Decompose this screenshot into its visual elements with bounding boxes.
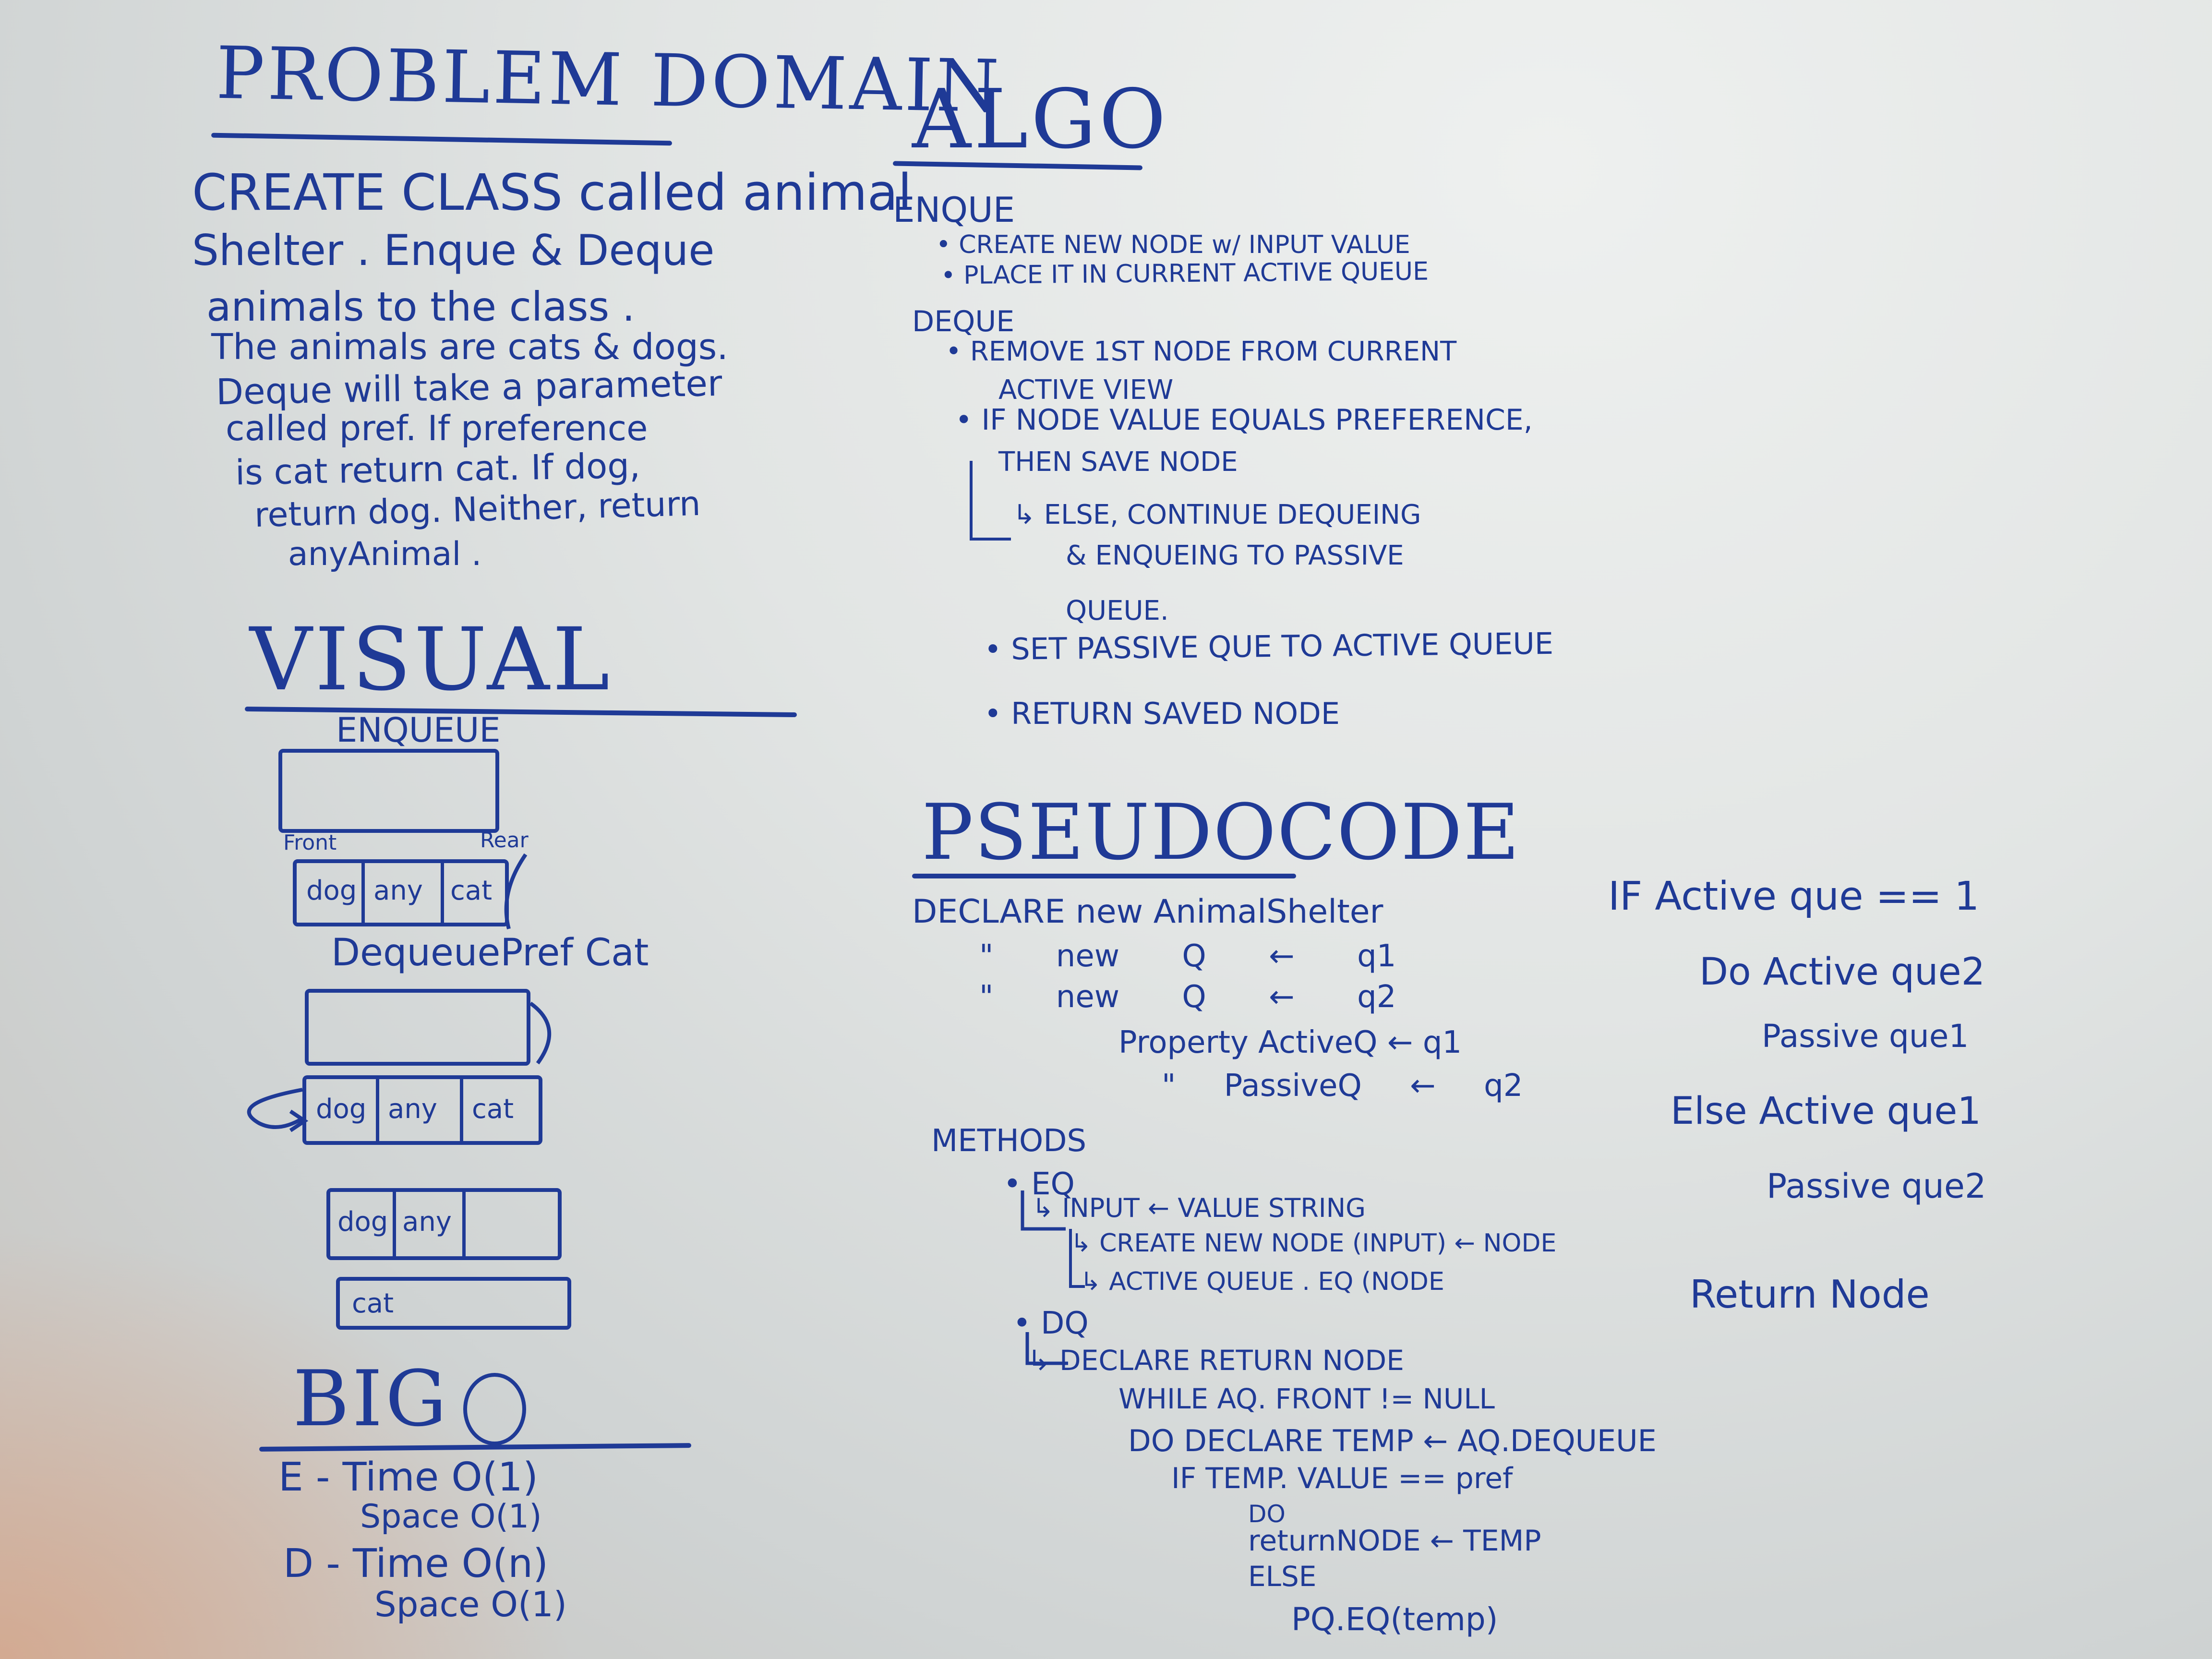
queue-divider <box>441 863 444 923</box>
big-o-line: D - Time O(n) <box>283 1541 549 1587</box>
algo-step: • RETURN SAVED NODE <box>984 696 1340 731</box>
problem-domain-heading: PROBLEM DOMAIN <box>215 31 1003 129</box>
pseudo-declaration: " new Q ← q2 <box>979 979 1396 1015</box>
pseudo-dq-step: DO <box>1248 1500 1286 1528</box>
queue-box-4: cat <box>336 1277 571 1330</box>
queue-divider <box>393 1192 396 1256</box>
queue-box-1: dog any cat <box>293 859 509 926</box>
pseudo-declaration: Property ActiveQ ← q1 <box>1118 1025 1462 1060</box>
algo-step: QUEUE. <box>1066 595 1169 626</box>
dequeue-empty-box <box>305 989 530 1066</box>
pseudo-eq-step: ↳ INPUT ← VALUE STRING <box>1032 1193 1366 1223</box>
problem-line: Deque will take a parameter <box>216 362 722 413</box>
algo-step: • SET PASSIVE QUE TO ACTIVE QUEUE <box>984 625 1554 667</box>
queue-divider <box>462 1192 466 1256</box>
queue-cell: any <box>373 875 423 906</box>
queue-cell: cat <box>450 875 493 906</box>
queue-box-2: dog any cat <box>302 1075 542 1145</box>
problem-line: The animals are cats & dogs. <box>211 326 728 368</box>
big-o-line: Space O(1) <box>374 1584 567 1624</box>
problem-line: CREATE CLASS called animal <box>192 163 912 222</box>
queue-cell: any <box>388 1094 437 1125</box>
pseudo-dq-step: DO DECLARE TEMP ← AQ.DEQUEUE <box>1128 1423 1657 1458</box>
side-note-line: Return Node <box>1690 1272 1930 1317</box>
visual-heading: VISUAL <box>250 610 613 710</box>
side-note-line: IF Active que == 1 <box>1608 874 1980 919</box>
pseudo-declaration: " new Q ← q1 <box>979 938 1396 974</box>
queue-cell: cat <box>352 1288 394 1319</box>
queue-cell: dog <box>337 1206 388 1238</box>
front-label: Front <box>283 830 337 855</box>
big-o-line: E - Time O(1) <box>278 1455 538 1500</box>
queue-rear-curve <box>504 853 528 930</box>
pseudocode-heading: PSEUDOCODE <box>922 787 1521 877</box>
enqueue-label: ENQUEUE <box>336 710 501 750</box>
pseudo-eq-step: ↳ ACTIVE QUEUE . EQ (NODE <box>1080 1267 1444 1296</box>
algo-step: & ENQUEING TO PASSIVE <box>1066 540 1404 571</box>
problem-line: return dog. Neither, return <box>254 483 701 535</box>
queue-cell: dog <box>316 1094 367 1125</box>
queue-divider <box>460 1079 463 1141</box>
pseudo-dq-step: ELSE <box>1248 1560 1317 1593</box>
algo-else-bracket <box>970 461 1011 541</box>
big-o-face-icon <box>463 1373 526 1445</box>
algo-step: • CREATE NEW NODE w/ INPUT VALUE <box>936 230 1410 259</box>
problem-line: Shelter . Enque & Deque <box>192 226 715 275</box>
queue-cell: dog <box>306 875 357 906</box>
side-note-line: Passive que1 <box>1762 1018 1969 1055</box>
big-o-line: Space O(1) <box>360 1498 542 1536</box>
side-note-line: Else Active que1 <box>1671 1090 1982 1133</box>
enqueue-empty-box <box>278 749 499 833</box>
algo-heading: ALGO <box>912 72 1169 167</box>
algo-step: • IF NODE VALUE EQUALS PREFERENCE, <box>955 403 1533 437</box>
algo-step: ACTIVE VIEW <box>998 374 1174 406</box>
pseudo-dq-step: WHILE AQ. FRONT != NULL <box>1118 1382 1495 1415</box>
algo-step: • PLACE IT IN CURRENT ACTIVE QUEUE <box>940 257 1429 290</box>
problem-line: called pref. If preference <box>226 408 648 448</box>
big-o-heading: BIG <box>293 1354 450 1443</box>
queue-divider <box>376 1079 379 1141</box>
algo-step: THEN SAVE NODE <box>998 446 1238 478</box>
queue-cell: any <box>402 1206 452 1238</box>
pseudo-eq-step: ↳ CREATE NEW NODE (INPUT) ← NODE <box>1070 1229 1557 1258</box>
problem-domain-underline <box>211 132 673 146</box>
algo-dequeue-heading: DEQUE <box>912 305 1015 338</box>
pseudo-methods-heading: METHODS <box>931 1123 1087 1159</box>
problem-line: animals to the class . <box>206 283 635 330</box>
side-note-line: Passive que2 <box>1767 1166 1986 1206</box>
queue-divider <box>361 863 365 923</box>
problem-line: is cat return cat. If dog, <box>235 445 641 493</box>
side-note-line: Do Active que2 <box>1699 950 1985 994</box>
big-o-underline <box>259 1443 692 1452</box>
pseudo-declaration: DECLARE new AnimalShelter <box>912 893 1383 931</box>
pseudo-dq-step: returnNODE ← TEMP <box>1248 1524 1541 1558</box>
pseudo-dq-step: IF TEMP. VALUE == pref <box>1171 1462 1513 1495</box>
queue-box-3: dog any <box>326 1188 562 1260</box>
pseudo-dq-step: ↳ DECLARE RETURN NODE <box>1027 1344 1404 1377</box>
algo-step: ↳ ELSE, CONTINUE DEQUEING <box>1013 499 1421 530</box>
pseudocode-underline <box>912 874 1296 878</box>
rear-label: Rear <box>480 828 529 853</box>
problem-line: anyAnimal . <box>288 535 482 573</box>
algo-step: • REMOVE 1ST NODE FROM CURRENT <box>946 336 1457 367</box>
dequeue-pref-label: DequeuePref Cat <box>331 931 649 974</box>
algo-enqueue-heading: ENQUE <box>893 190 1015 230</box>
queue-cell: cat <box>472 1094 514 1125</box>
pseudo-dq-label: • DQ <box>1013 1306 1089 1341</box>
pseudo-declaration: " PassiveQ ← q2 <box>1162 1068 1523 1104</box>
pseudo-dq-step: PQ.EQ(temp) <box>1291 1601 1498 1638</box>
